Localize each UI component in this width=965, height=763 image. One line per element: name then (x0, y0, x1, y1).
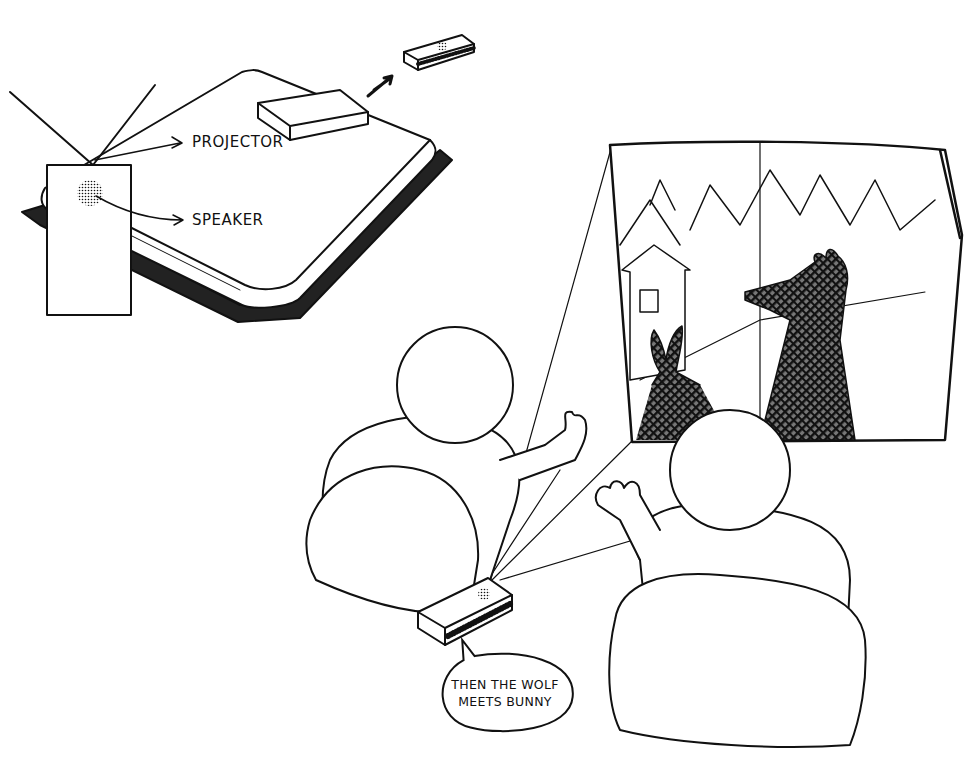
part-label: PROJECTOR (192, 133, 284, 151)
device-front-view (10, 85, 183, 315)
person-right (596, 410, 866, 747)
part-label: SPEAKER (192, 211, 264, 229)
projector-device (418, 578, 512, 645)
speech-bubble: THEN THE WOLF MEETS BUNNY (436, 652, 574, 734)
projection-screen (610, 142, 962, 442)
bubble-path (443, 640, 573, 731)
bubble-text: THEN THE WOLF MEETS BUNNY (448, 676, 562, 710)
bubble-outline (436, 652, 574, 734)
device-detached (368, 35, 474, 96)
person-left (306, 327, 586, 613)
bed (22, 70, 452, 322)
